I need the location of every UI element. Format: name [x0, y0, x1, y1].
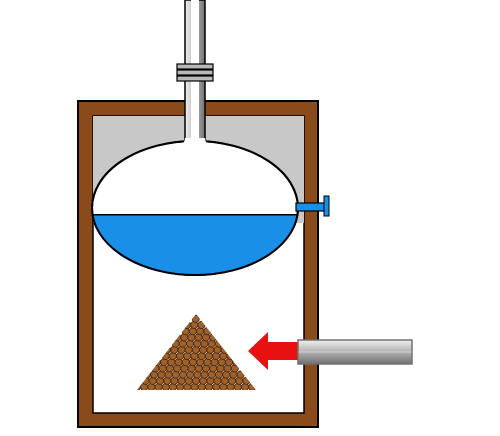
- grain-pile-icon: [137, 314, 256, 390]
- spherical-flask-icon: [91, 138, 299, 276]
- heat-arrow-icon: [248, 332, 300, 370]
- side-outlet-valve-icon: [295, 195, 330, 217]
- pipe-clamp-icon: [176, 63, 214, 82]
- horizontal-pipe-icon: [297, 339, 413, 365]
- flask-neck-joint: [165, 138, 225, 147]
